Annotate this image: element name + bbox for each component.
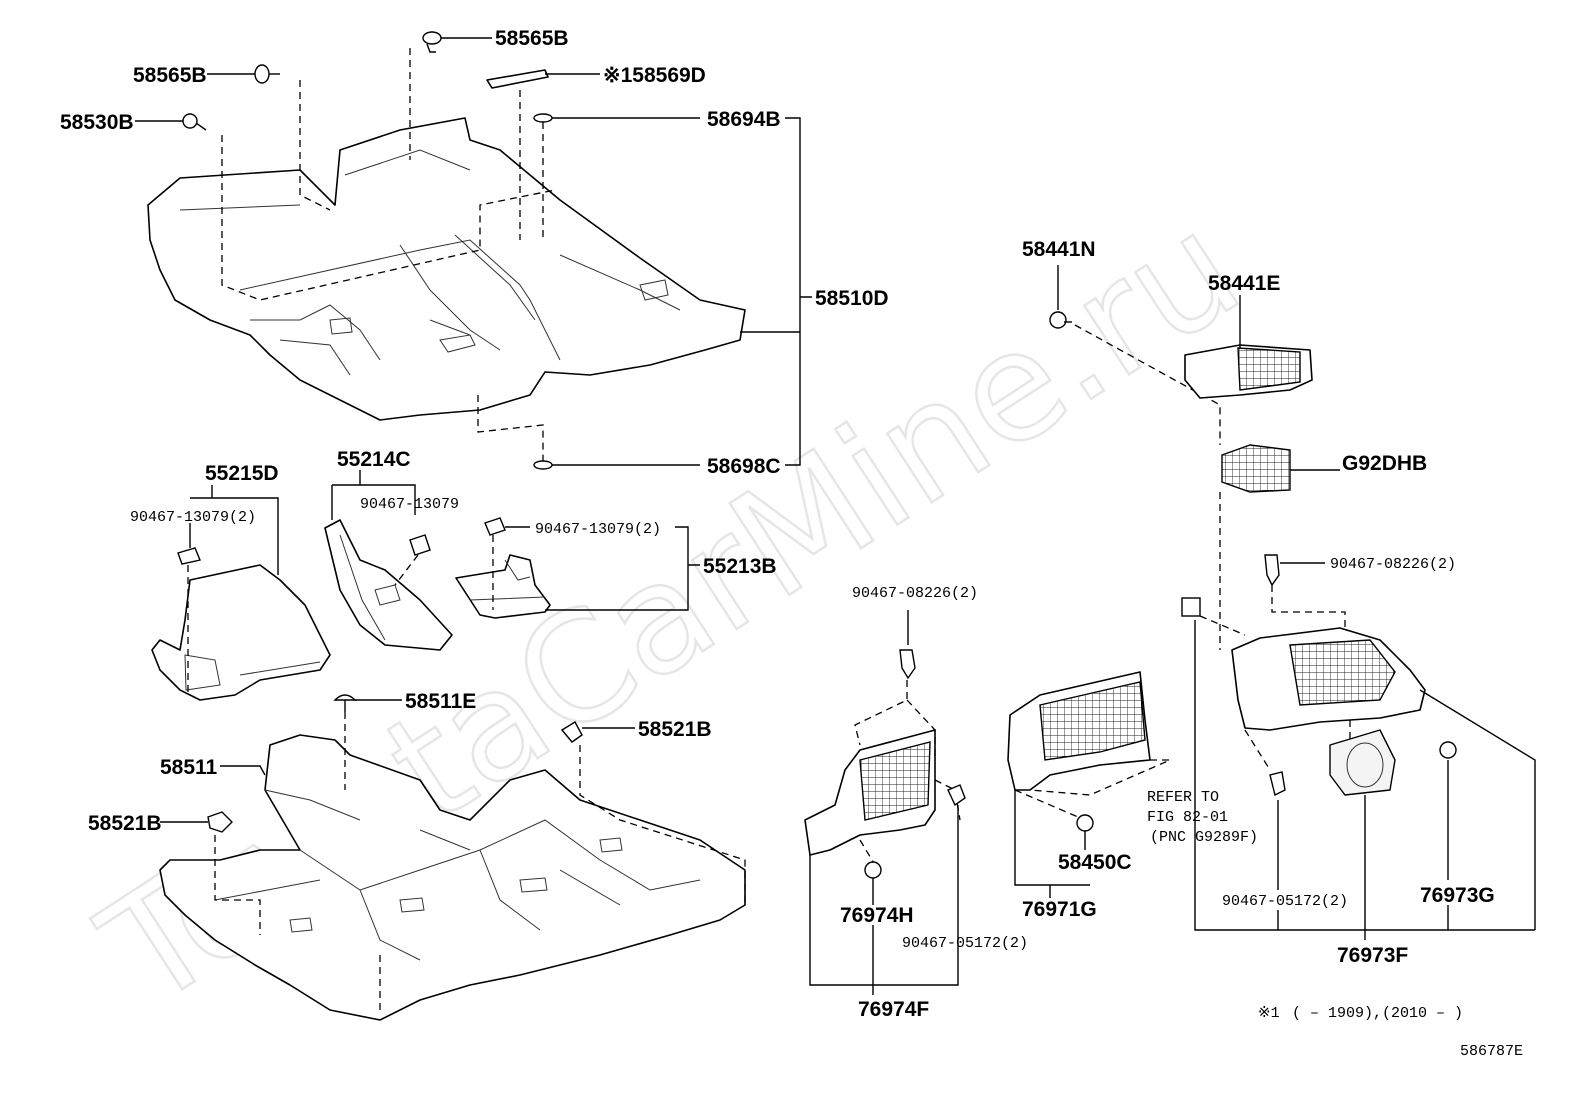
label-76974F: 76974F: [858, 998, 929, 1021]
grommet-58694B: [533, 113, 553, 123]
refer-note-line3: (PNC G9289F): [1150, 829, 1258, 846]
panel-G92DHB-illustration: [1221, 444, 1291, 493]
label-58694B: 58694B: [707, 108, 781, 131]
floor-carpet-rear-illustration: [159, 734, 746, 1021]
label-90467-08226-right: 90467-08226(2): [1330, 556, 1456, 573]
trim-76971G-illustration: [1007, 671, 1151, 791]
diagram-code: 586787E: [1460, 1043, 1523, 1060]
label-58530B: 58530B: [60, 111, 134, 134]
label-90467-13079-b: 90467-13079: [360, 496, 459, 513]
speaker-cover-76973F-illustration: [1329, 729, 1396, 796]
clip-58521B-left: [207, 811, 233, 833]
clip-58565B-left: [254, 64, 280, 84]
label-G92DHB: G92DHB: [1342, 452, 1427, 475]
label-90467-13079-a: 90467-13079(2): [130, 509, 256, 526]
trim-76974-illustration: [804, 729, 936, 856]
label-58569D: ※158569D: [603, 64, 706, 87]
label-55213B: 55213B: [703, 555, 777, 578]
label-76973F: 76973F: [1337, 944, 1408, 967]
label-58565B-left: 58565B: [133, 64, 207, 87]
label-58510D: 58510D: [815, 287, 889, 310]
label-58521B-left: 58521B: [88, 812, 162, 835]
footnote-range: ( – 1909),(2010 – ): [1292, 1005, 1463, 1022]
floor-carpet-front-illustration: [147, 117, 746, 421]
clip-58441N: [1049, 311, 1072, 329]
refer-note-line2: FIG 82-01: [1147, 809, 1228, 826]
label-55214C: 55214C: [337, 448, 411, 471]
footnote-mark: ※1: [1258, 1005, 1280, 1022]
label-58565B-top: 58565B: [495, 27, 569, 50]
label-58511E: 58511E: [405, 690, 476, 713]
label-58441N: 58441N: [1022, 238, 1096, 261]
label-58450C: 58450C: [1058, 851, 1132, 874]
panel-58441E-illustration: [1184, 344, 1313, 399]
label-58441E: 58441E: [1208, 272, 1280, 295]
label-90467-05172-middle: 90467-05172(2): [902, 935, 1028, 952]
clip-58565B-top: [422, 31, 442, 53]
label-90467-05172-right: 90467-05172(2): [1222, 893, 1348, 910]
plate-58569D: [486, 69, 549, 89]
panel-55215D-illustration: [151, 564, 331, 701]
trim-55214C-illustration: [324, 519, 453, 651]
part-labels: 58565B 58565B ※158569D 58530B 58694B 585…: [60, 27, 1523, 1060]
label-90467-08226-middle: 90467-08226(2): [852, 585, 978, 602]
refer-note-line1: REFER TO: [1147, 789, 1219, 806]
label-55215D: 55215D: [205, 462, 279, 485]
label-76973G: 76973G: [1420, 884, 1495, 907]
label-58521B-right: 58521B: [638, 718, 712, 741]
label-58511: 58511: [160, 756, 218, 779]
label-58698C: 58698C: [707, 455, 781, 478]
trim-76973-illustration: [1231, 627, 1426, 731]
label-76971G: 76971G: [1022, 898, 1097, 921]
clip-58530B: [182, 113, 207, 131]
clip-58521B-right: [560, 721, 583, 743]
label-90467-13079-c: 90467-13079(2): [535, 521, 661, 538]
label-76974H: 76974H: [840, 904, 914, 927]
clip-58511E: [333, 694, 357, 712]
grommet-58698C: [533, 460, 553, 470]
panel-55213B-illustration: [455, 554, 551, 619]
